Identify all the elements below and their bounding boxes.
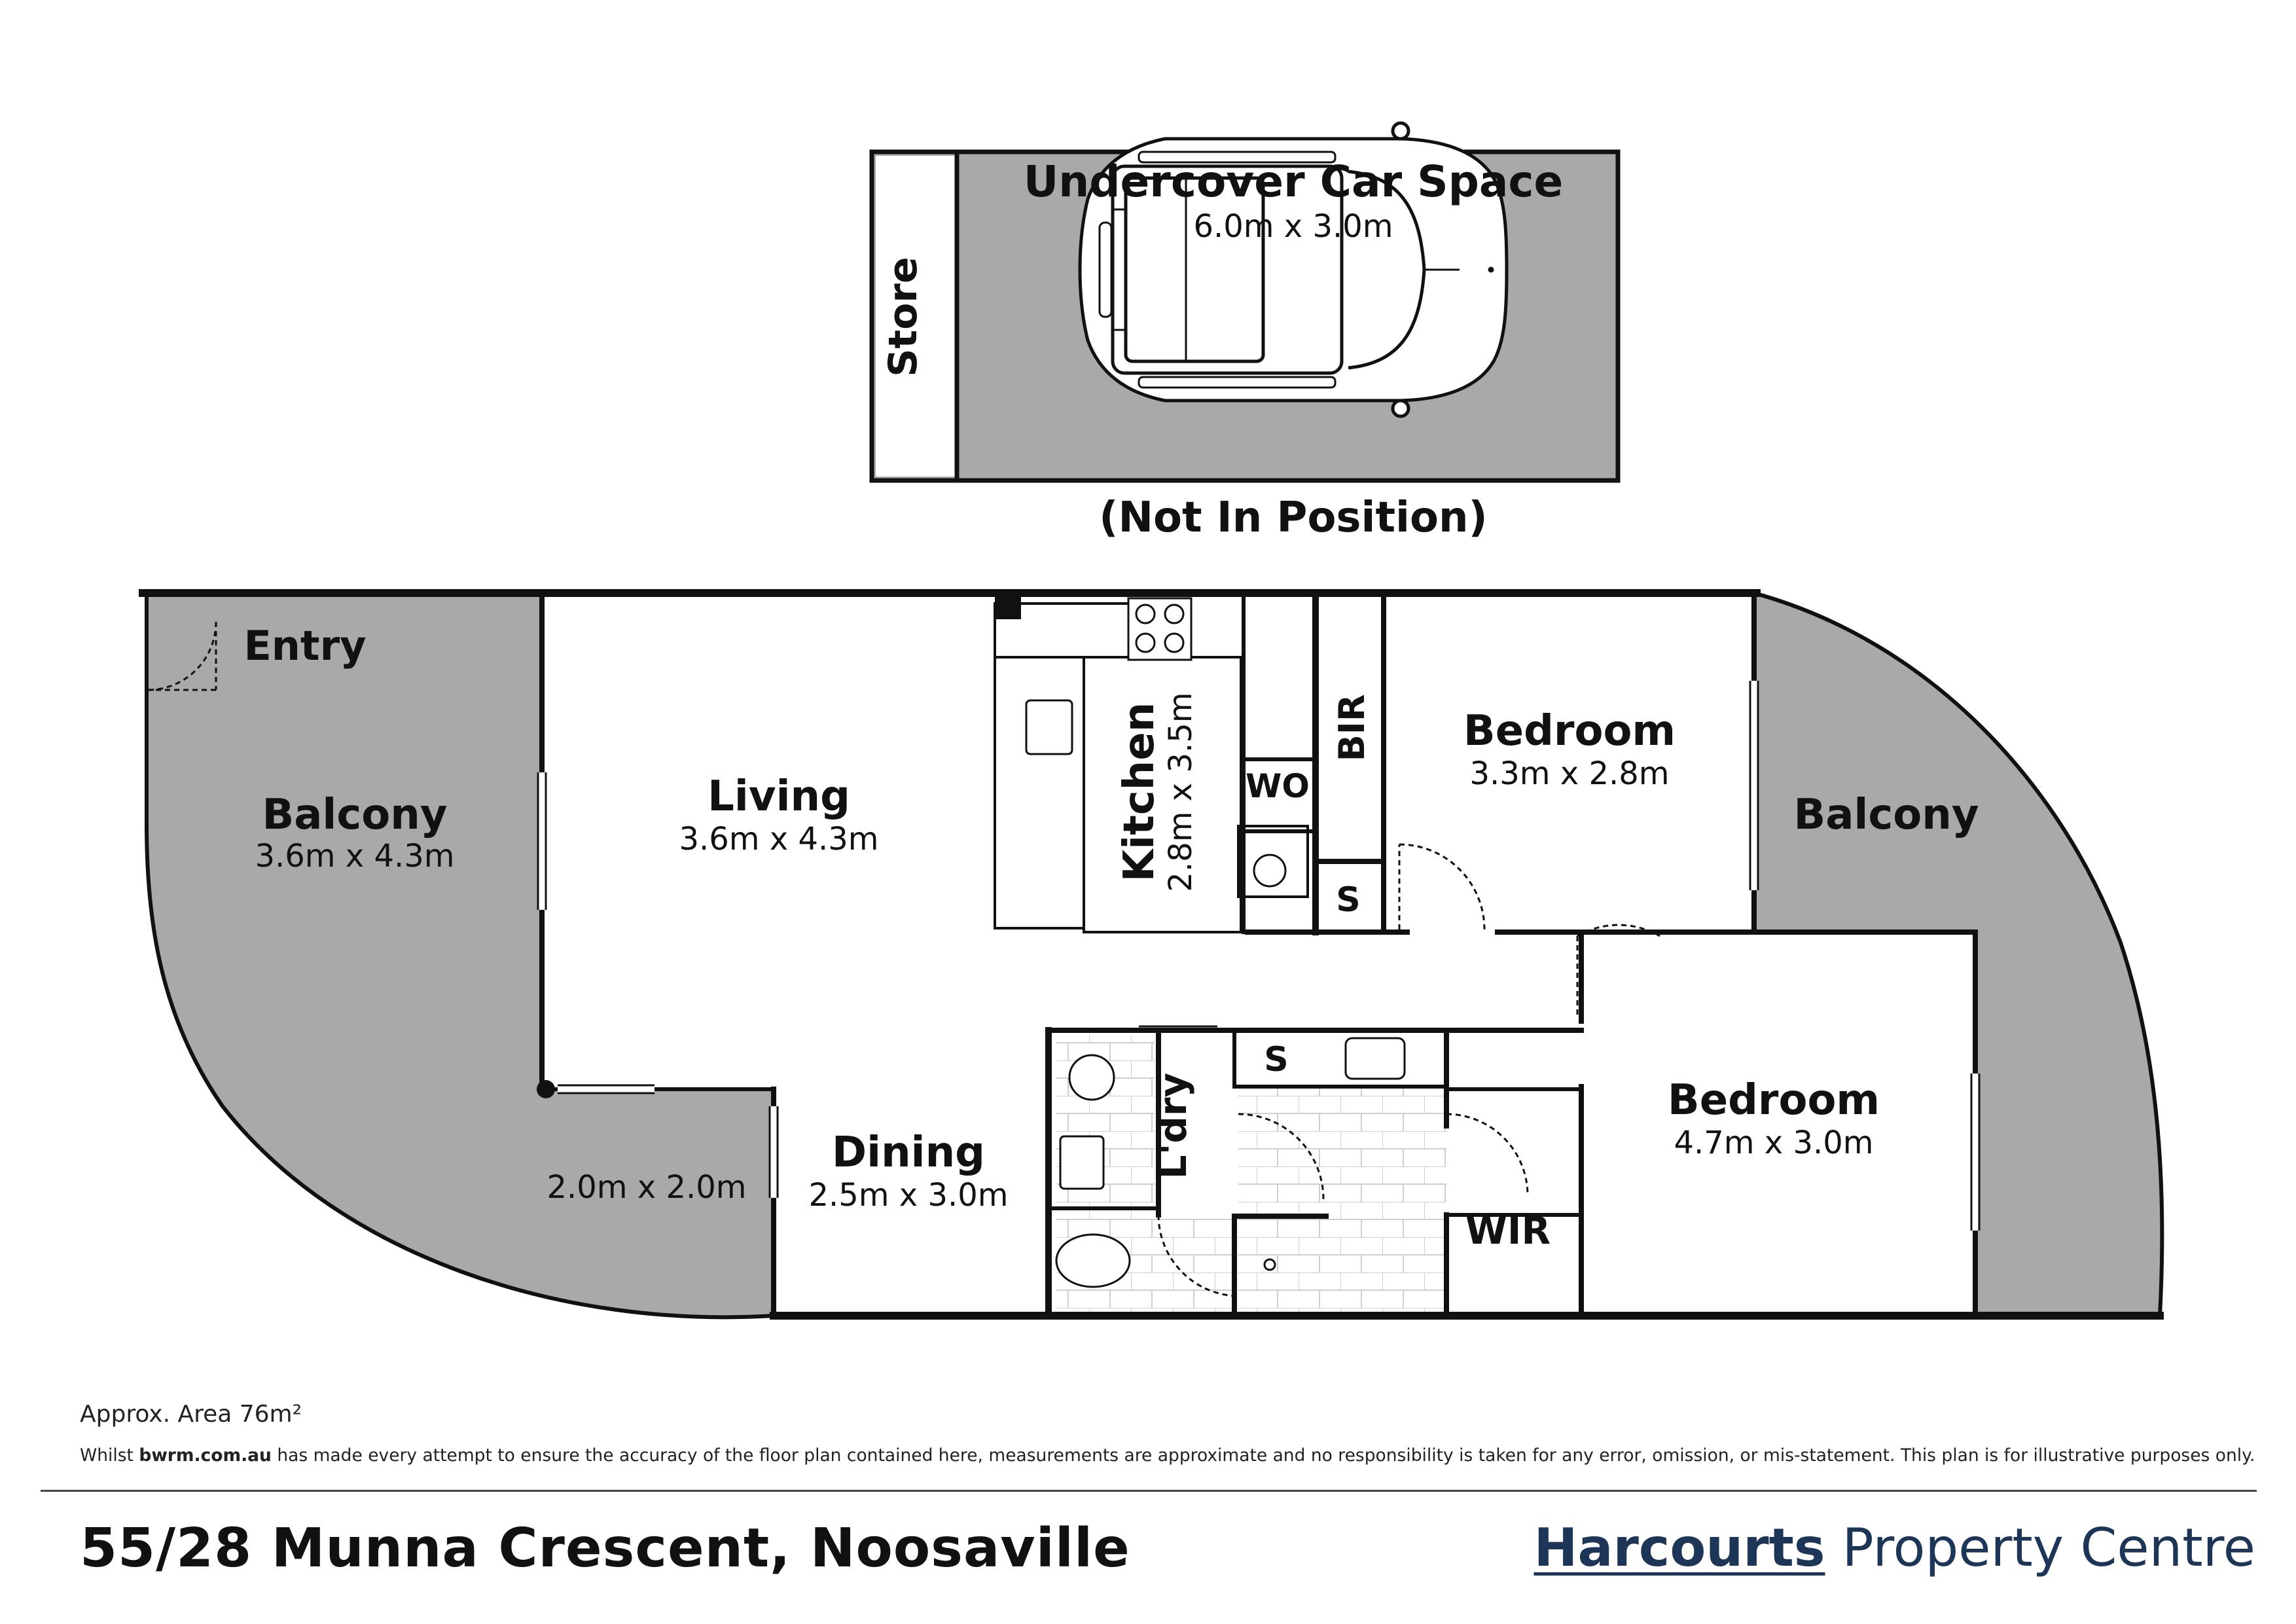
- balcony-left-floor: [147, 593, 774, 1318]
- doors: [147, 621, 1981, 1297]
- car-space: Undercover Car Space 6.0m x 3.0m Store (…: [869, 121, 1621, 542]
- wir-label: WIR: [1465, 1208, 1551, 1253]
- balcony-left-label: Balcony: [262, 791, 447, 839]
- car-space-size: 6.0m x 3.0m: [1193, 208, 1393, 245]
- disclaimer-pre: Whilst: [80, 1445, 134, 1466]
- kitchen-label: Kitchen: [1115, 702, 1164, 882]
- washing-machine-icon: [1068, 1054, 1115, 1101]
- bedroom1-label: Bedroom: [1463, 707, 1676, 755]
- car-space-note: (Not In Position): [1099, 494, 1488, 542]
- wo-label: WO: [1246, 767, 1310, 805]
- property-address: 55/28 Munna Crescent, Noosaville: [80, 1517, 1130, 1579]
- car-icon: [1078, 121, 1509, 418]
- balcony-right-floor: [1754, 593, 2162, 1316]
- shower-drain-icon: [1263, 1258, 1276, 1271]
- agency-logo: Harcourts Property Centre: [1534, 1517, 2256, 1578]
- balcony-left-size: 3.6m x 4.3m: [255, 838, 454, 875]
- bedroom2-size: 4.7m x 3.0m: [1674, 1125, 1873, 1161]
- store-label: Store: [880, 257, 926, 376]
- toilet-icon: [1055, 1233, 1131, 1288]
- balcony-small-size: 2.0m x 2.0m: [547, 1169, 746, 1206]
- laundry-label: L'dry: [1151, 1073, 1195, 1180]
- kitchen-size: 2.8m x 3.5m: [1162, 692, 1199, 892]
- dining-label: Dining: [832, 1128, 985, 1177]
- bedroom1-size: 3.3m x 2.8m: [1469, 755, 1669, 792]
- disclaimer-brand: bwrm.com.au: [139, 1445, 272, 1466]
- vanity-basin-icon: [1344, 1037, 1406, 1080]
- brand-name: Harcourts: [1534, 1517, 1825, 1578]
- s-bath-label: S: [1264, 1040, 1288, 1079]
- kitchen-sink-icon: [1025, 699, 1073, 755]
- dishwasher-icon: [1253, 854, 1287, 888]
- laundry-tub-icon: [1059, 1135, 1105, 1190]
- bir-label: BIR: [1331, 695, 1372, 762]
- store-area: [876, 156, 957, 477]
- living-label: Living: [708, 772, 850, 821]
- car-space-title: Undercover Car Space: [1024, 156, 1564, 207]
- balcony-right-label: Balcony: [1793, 791, 1979, 839]
- s-kitchen-label: S: [1336, 880, 1360, 920]
- footer-divider: [41, 1490, 2257, 1492]
- bedroom2-label: Bedroom: [1668, 1076, 1880, 1125]
- approx-area: Approx. Area 76m²: [80, 1401, 302, 1428]
- living-size: 3.6m x 4.3m: [679, 821, 878, 857]
- brand-subtitle: Property Centre: [1842, 1517, 2255, 1578]
- ensuite-floor: [1238, 1087, 1446, 1316]
- dining-size: 2.5m x 3.0m: [808, 1177, 1008, 1214]
- entry-label: Entry: [243, 622, 366, 670]
- disclaimer: Whilst bwrm.com.au has made every attemp…: [80, 1445, 2255, 1466]
- fixtures: [1025, 597, 1406, 1288]
- disclaimer-text: has made every attempt to ensure the acc…: [277, 1445, 2255, 1466]
